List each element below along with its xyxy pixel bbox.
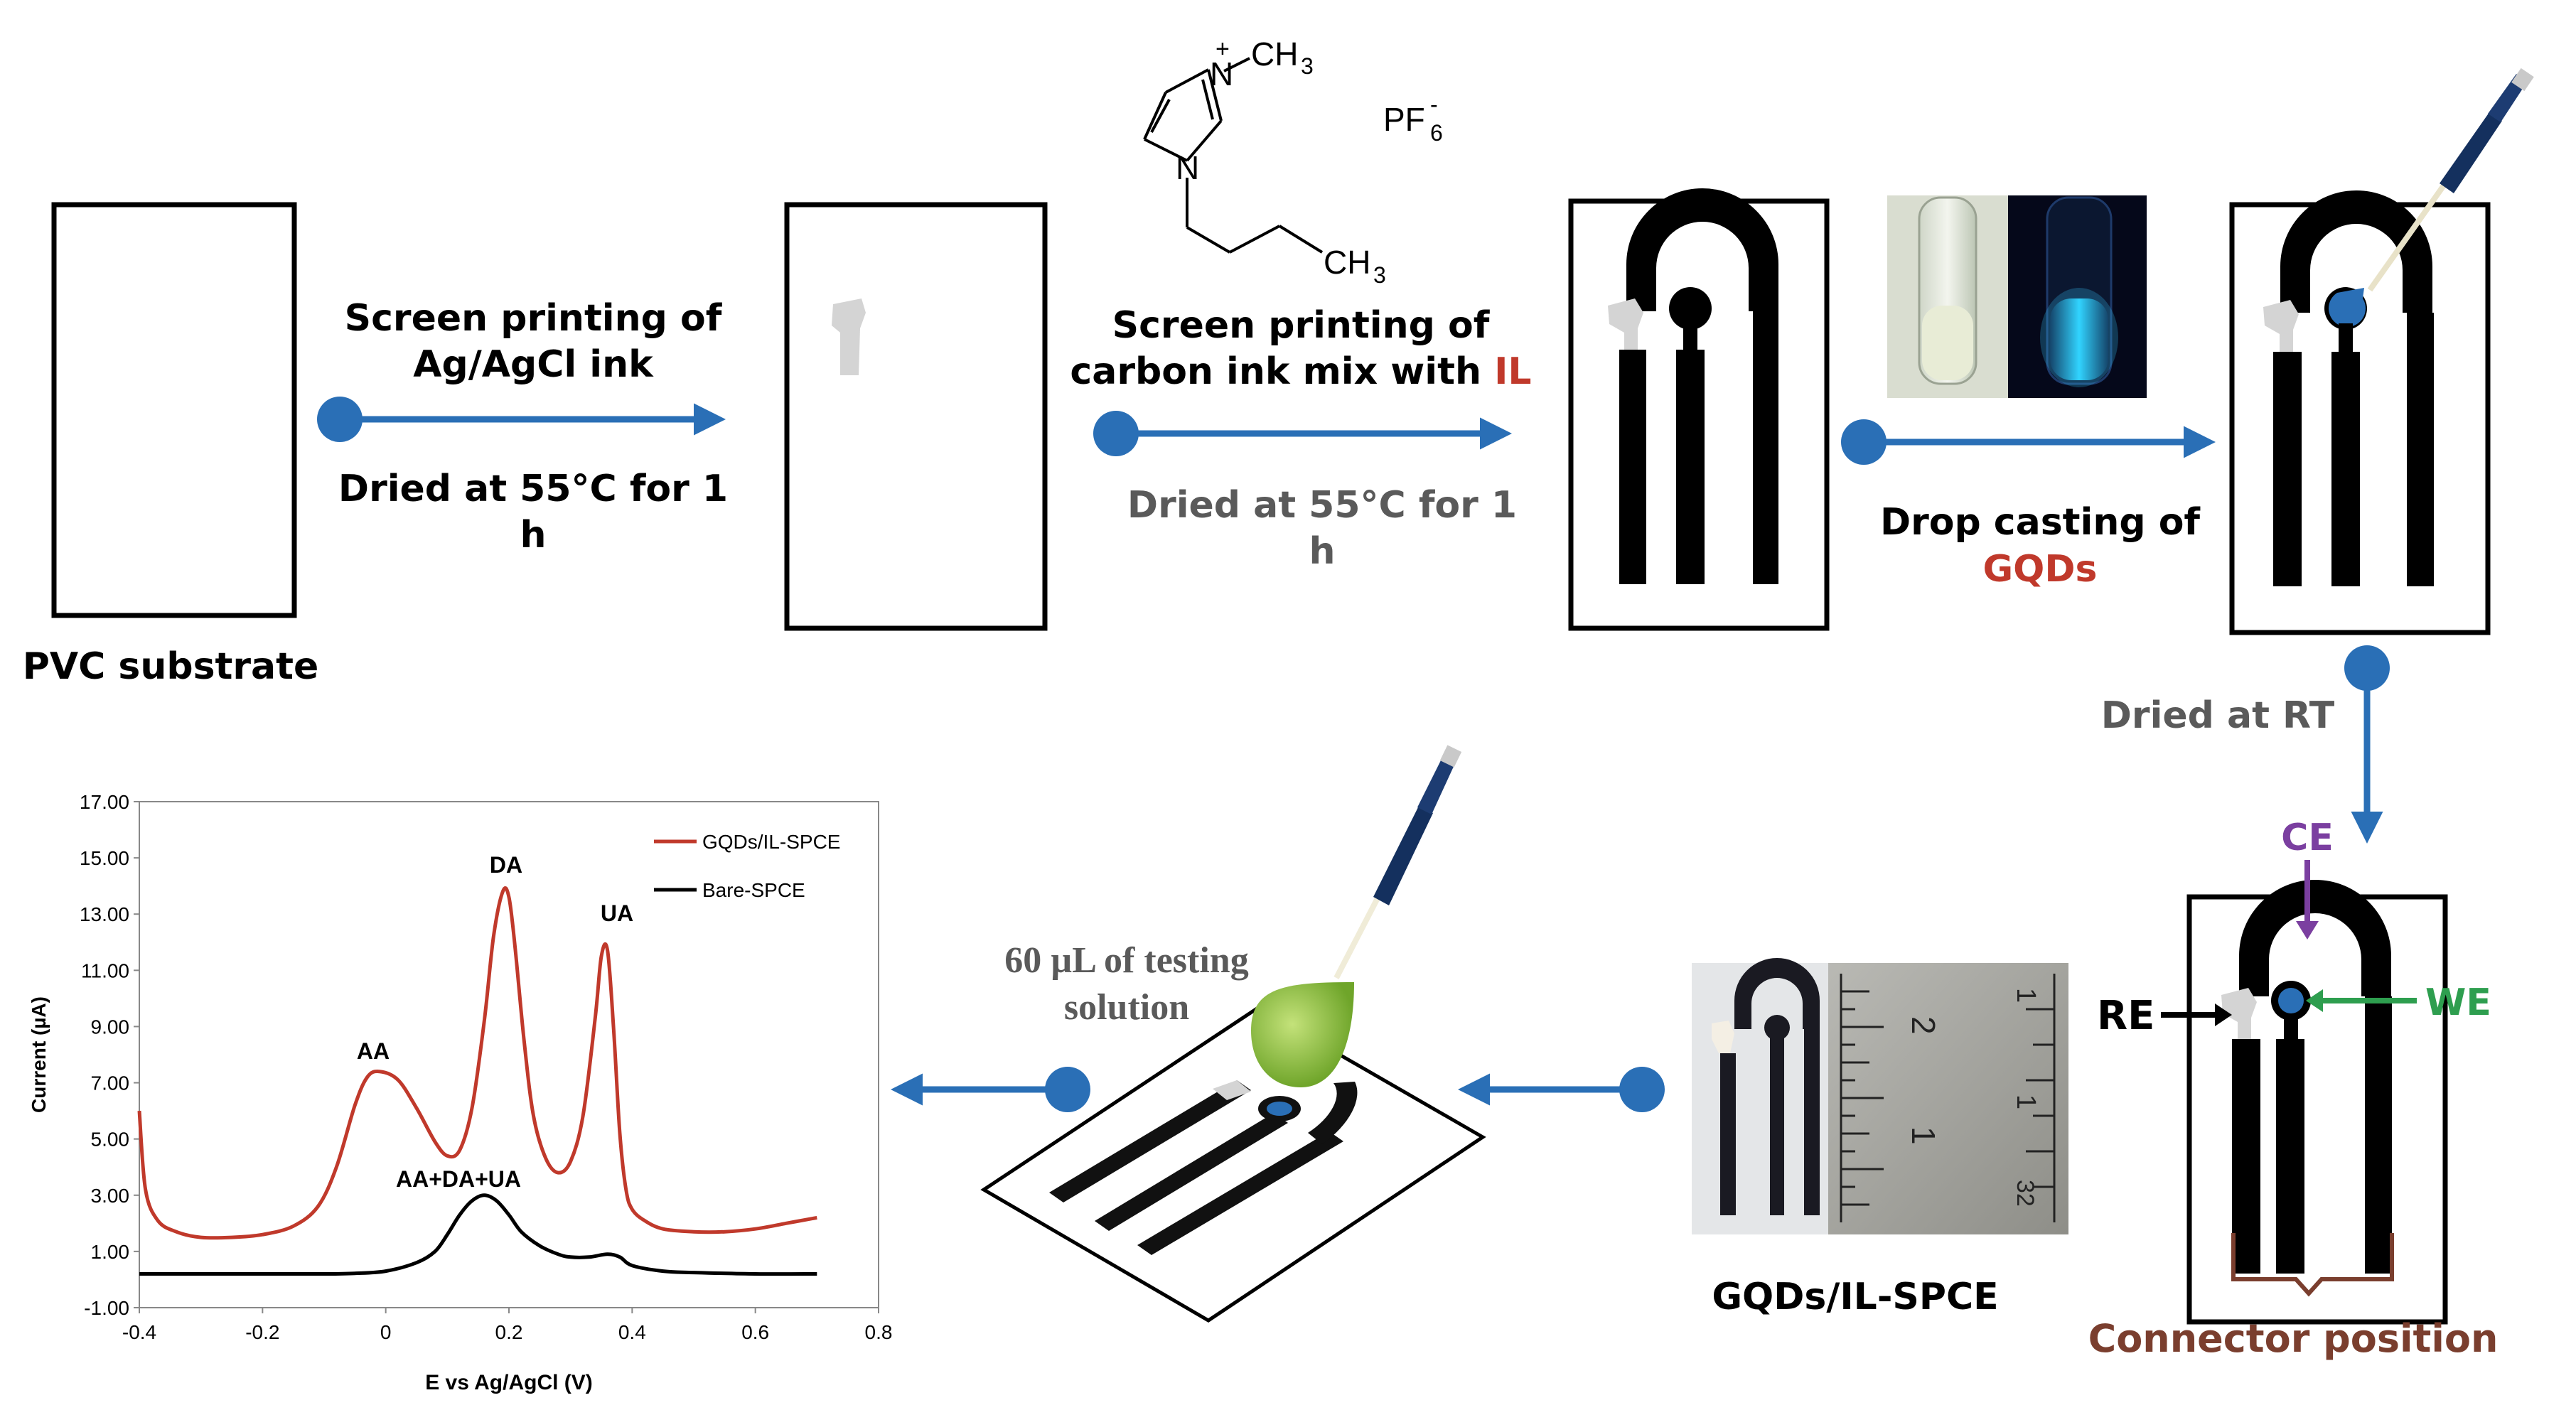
step2-title-il-highlight: IL [1494, 350, 1531, 393]
arrow-step2 [1093, 411, 1512, 456]
dpv-chart: -1.00 1.00 3.00 5.00 7.00 9.00 11.00 13.00 15.00… [28, 791, 892, 1394]
molecule-plus: + [1215, 36, 1230, 63]
y-tick-label: 1.00 [91, 1241, 130, 1263]
chart-legend: GQDs/IL-SPCE Bare-SPCE [654, 831, 840, 901]
x-tick-label: 0.8 [865, 1321, 893, 1343]
step2-dry-line2: h [1309, 530, 1335, 573]
y-tick-label: 5.00 [91, 1129, 130, 1151]
molecule-anion-sup: - [1430, 92, 1438, 117]
arrow-step1 [317, 397, 726, 442]
agcl-printed-card [784, 202, 1048, 631]
y-tick-label: 7.00 [91, 1072, 130, 1094]
ruler-mark-3: 1 [1905, 1126, 1942, 1145]
molecule-methyl: CH [1251, 36, 1298, 72]
y-tick-label: 17.00 [80, 791, 129, 813]
green-drop-icon [1251, 982, 1354, 1087]
step1-title-line2: Ag/AgCl ink [413, 343, 654, 386]
testing-solution-line1: 60 µL of testing [1004, 940, 1248, 981]
we-label: WE [2425, 981, 2491, 1024]
labeled-electrode-card [2186, 880, 2448, 1325]
we-pointer [2306, 989, 2417, 1012]
step2-title-line1: Screen printing of [1112, 304, 1491, 347]
molecule-anion-sub: 6 [1430, 120, 1443, 146]
step1-title-line1: Screen printing of [345, 297, 723, 340]
spce-label: GQDs/IL-SPCE [1712, 1276, 1998, 1318]
x-tick-label: 0.2 [495, 1321, 523, 1343]
ruler-ticks [1840, 974, 2056, 1222]
arrow-step5 [1458, 1067, 1665, 1112]
step2-title-line2: carbon ink mix with IL [1070, 350, 1531, 393]
y-tick-label: 15.00 [80, 847, 129, 869]
chart-series [137, 886, 817, 1276]
pipette-icon-top [2367, 68, 2534, 292]
arrow-step4 [2344, 645, 2390, 844]
legend-label: GQDs/IL-SPCE [702, 831, 840, 853]
molecule-butyl-sub: 3 [1373, 262, 1386, 288]
pipette-icon-bottom [1333, 745, 1462, 979]
molecule-n-plus: N [1210, 55, 1233, 92]
annotation-aa-da-ua: AA+DA+UA [396, 1166, 521, 1192]
testing-solution-line2: solution [1064, 987, 1189, 1028]
x-tick-label: 0.4 [618, 1321, 646, 1343]
x-tick-label: -0.4 [122, 1321, 156, 1343]
y-tick-label: 11.00 [81, 959, 129, 981]
ce-label: CE [2281, 817, 2334, 859]
arrow-step6 [891, 1067, 1090, 1112]
x-tick-label: 0 [380, 1321, 392, 1343]
gqd-vial-photo [1887, 195, 2147, 398]
step2-dry-line1: Dried at 55°C for 1 [1127, 484, 1517, 527]
chart-x-ticks: -0.4 -0.2 0 0.2 0.4 0.6 0.8 [122, 1321, 893, 1343]
molecule-n-lower: N [1176, 149, 1199, 186]
molecule-methyl-sub: 3 [1301, 53, 1314, 79]
pvc-substrate-card [51, 202, 297, 618]
x-tick-label: -0.2 [245, 1321, 279, 1343]
chart-x-axis-label: E vs Ag/AgCl (V) [425, 1371, 593, 1394]
step1-dry-line1: Dried at 55°C for 1 [338, 468, 728, 510]
molecule-anion: PF [1383, 101, 1425, 138]
annotation-ua: UA [601, 900, 633, 926]
legend-label: Bare-SPCE [702, 879, 805, 901]
annotation-da: DA [490, 852, 522, 878]
x-tick-label: 0.6 [741, 1321, 769, 1343]
y-tick-label: 3.00 [91, 1185, 130, 1207]
series-line-gqds-il-spce [137, 886, 817, 1240]
chart-grid [134, 801, 879, 1313]
step2-title-line2-prefix: carbon ink mix with [1070, 350, 1494, 393]
ruler-mark-1: 1 [2011, 988, 2041, 1003]
ruler-mark-4: 1 [2011, 1094, 2041, 1109]
step3-title-line1: Drop casting of [1880, 501, 2201, 544]
arrow-step3 [1841, 419, 2216, 465]
step3-title-line2: GQDs [1982, 548, 2097, 591]
step1-dry-line2: h [520, 514, 546, 556]
chart-y-axis-label: Current (µA) [28, 996, 50, 1113]
ruler-mark-2: 2 [1905, 1016, 1942, 1035]
ruler-mark-5: 32 [2012, 1180, 2039, 1207]
y-tick-label: 9.00 [91, 1016, 130, 1038]
connector-position-label: Connector position [2088, 1316, 2499, 1361]
re-pointer [2161, 1003, 2232, 1026]
molecule-butyl: CH [1324, 244, 1370, 281]
y-tick-label: 13.00 [80, 903, 129, 925]
chart-y-ticks: -1.00 1.00 3.00 5.00 7.00 9.00 11.00 13.00 15.00… [80, 791, 129, 1319]
angled-electrode-card [980, 1006, 1486, 1323]
annotation-aa: AA [357, 1038, 390, 1064]
ionic-liquid-molecule [1143, 57, 1324, 254]
y-tick-label: -1.00 [84, 1297, 129, 1319]
carbon-electrode-card [1568, 188, 1830, 631]
step4-dry-label: Dried at RT [2101, 694, 2335, 737]
re-label: RE [2097, 993, 2154, 1039]
series-line-bare-spce [139, 1193, 817, 1276]
ce-pointer [2296, 860, 2319, 940]
dropcast-electrode-card [2229, 190, 2491, 635]
pvc-substrate-label: PVC substrate [23, 645, 318, 688]
agcl-reference-pad [832, 298, 866, 375]
